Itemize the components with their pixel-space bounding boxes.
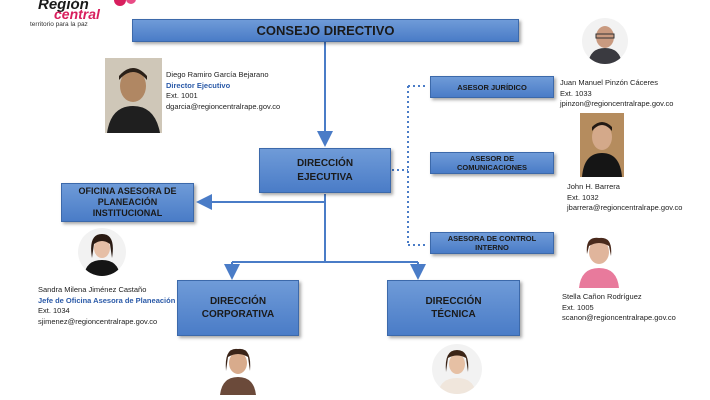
person-name: Diego Ramiro García Bejarano xyxy=(166,70,269,79)
person-avatar-icon xyxy=(84,234,120,276)
person-email[interactable]: scanon@regioncentralrape.gov.co xyxy=(562,313,676,322)
person-ext: Ext. 1001 xyxy=(166,91,198,100)
person-ext: Ext. 1032 xyxy=(567,192,599,202)
box-label: DIRECCIÓN EJECUTIVA xyxy=(296,157,354,183)
box-direccion-corporativa[interactable]: DIRECCIÓN CORPORATIVA xyxy=(177,280,299,336)
box-direccion-tecnica[interactable]: DIRECCIÓN TÉCNICA xyxy=(387,280,520,336)
person-ext: Ext. 1033 xyxy=(560,88,592,98)
person-email[interactable]: dgarcia@regioncentralrape.gov.co xyxy=(166,101,281,111)
person-avatar-icon xyxy=(580,113,624,177)
logo-text-region: Región xyxy=(38,0,89,13)
connector-asesores-dotted xyxy=(392,85,428,246)
box-label: ASESOR JURÍDICO xyxy=(457,82,527,92)
logo-text-central: central xyxy=(54,6,100,22)
person-avatar-icon xyxy=(579,237,619,288)
person-email[interactable]: sjimenez@regioncentralrape.gov.co xyxy=(38,316,158,326)
photo-tecnica xyxy=(432,344,482,394)
photo-diego xyxy=(105,58,162,133)
box-label: DIRECCIÓN CORPORATIVA xyxy=(201,296,275,320)
person-avatar-icon xyxy=(105,58,162,133)
info-juan: Juan Manuel Pinzón Cáceres Ext. 1033 jpi… xyxy=(560,78,673,110)
person-avatar-icon xyxy=(588,26,622,64)
person-email[interactable]: jpinzon@regioncentralrape.gov.co xyxy=(560,99,674,108)
person-role: Director Ejecutivo xyxy=(166,80,231,90)
photo-corporativa xyxy=(218,343,258,395)
box-label: ASESOR DE COMUNICACIONES xyxy=(456,154,527,172)
box-direccion-ejecutiva[interactable]: DIRECCIÓN EJECUTIVA xyxy=(259,148,391,193)
person-ext: Ext. 1034 xyxy=(38,306,70,315)
person-name: Stella Cañon Rodríguez xyxy=(562,292,642,301)
person-ext: Ext. 1005 xyxy=(562,302,594,312)
logo-mark-icon xyxy=(114,0,136,6)
info-sandra: Sandra Milena Jiménez Castaño Jefe de Of… xyxy=(38,285,175,327)
photo-sandra xyxy=(78,228,126,276)
photo-stella xyxy=(575,232,623,288)
photo-john xyxy=(580,113,624,177)
box-asesor-juridico[interactable]: ASESOR JURÍDICO xyxy=(430,76,554,98)
person-avatar-icon xyxy=(220,348,256,395)
logo-tagline: territorio para la paz xyxy=(30,21,88,28)
person-avatar-icon xyxy=(438,350,476,394)
box-label: ASESORA DE CONTROL INTERNO xyxy=(447,234,537,252)
box-asesor-control-interno[interactable]: ASESORA DE CONTROL INTERNO xyxy=(430,232,554,254)
person-role: Jefe de Oficina Asesora de Planeación xyxy=(38,295,176,305)
person-email[interactable]: jbarrera@regioncentralrape.gov.co xyxy=(567,203,683,212)
info-diego: Diego Ramiro García Bejarano Director Ej… xyxy=(166,70,280,112)
box-oficina-planeacion[interactable]: OFICINA ASESORA DE PLANEACIÓN INSTITUCIO… xyxy=(61,183,194,222)
box-label: DIRECCIÓN TÉCNICA xyxy=(425,296,482,320)
box-label: OFICINA ASESORA DE PLANEACIÓN INSTITUCIO… xyxy=(78,186,177,218)
photo-juan xyxy=(582,18,628,64)
logo: Región central territorio para la paz xyxy=(30,0,136,32)
person-name: Sandra Milena Jiménez Castaño xyxy=(38,285,147,294)
box-asesor-comunicaciones[interactable]: ASESOR DE COMUNICACIONES xyxy=(430,152,554,174)
info-stella: Stella Cañon Rodríguez Ext. 1005 scanon@… xyxy=(562,292,676,324)
box-label: CONSEJO DIRECTIVO xyxy=(256,23,395,38)
person-name: John H. Barrera xyxy=(567,182,620,191)
info-john: John H. Barrera Ext. 1032 jbarrera@regio… xyxy=(567,182,682,214)
person-name: Juan Manuel Pinzón Cáceres xyxy=(560,78,658,87)
box-consejo-directivo[interactable]: CONSEJO DIRECTIVO xyxy=(132,19,519,42)
